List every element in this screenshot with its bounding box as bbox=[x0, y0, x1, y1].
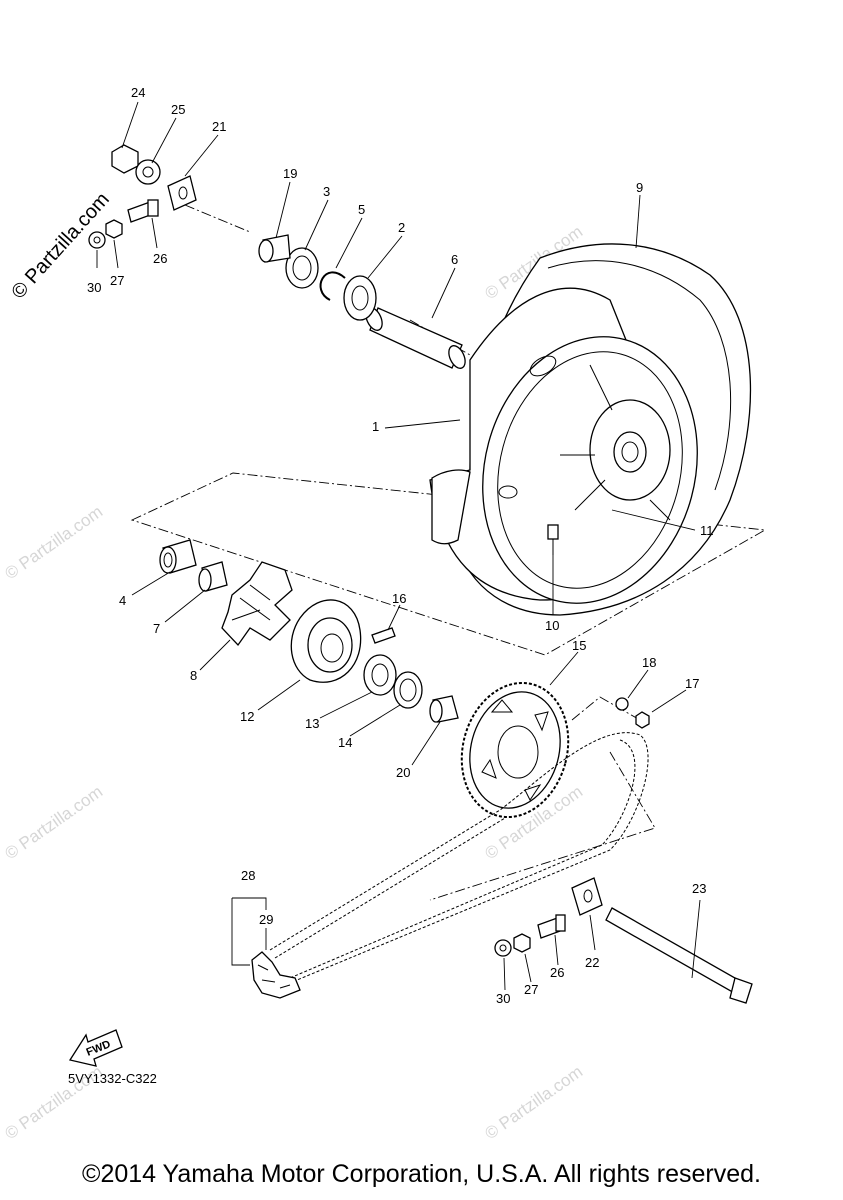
forward-arrow-icon: FWD bbox=[68, 1029, 123, 1067]
callout-29: 29 bbox=[259, 912, 273, 927]
callout-numbers: 24 25 21 30 27 26 19 3 5 2 6 9 1 11 10 4… bbox=[87, 85, 714, 1006]
chain-puller-right bbox=[494, 877, 603, 957]
callout-15: 15 bbox=[572, 638, 586, 653]
bearing bbox=[363, 654, 397, 696]
callout-22: 22 bbox=[585, 955, 599, 970]
callout-28: 28 bbox=[241, 868, 255, 883]
rear-sprocket bbox=[460, 681, 570, 819]
collar bbox=[198, 561, 228, 592]
callout-19: 19 bbox=[283, 166, 297, 181]
bearing bbox=[343, 275, 377, 321]
callout-27: 27 bbox=[524, 982, 538, 997]
clutch-hub bbox=[290, 599, 362, 683]
copyright-notice: ©2014 Yamaha Motor Corporation, U.S.A. A… bbox=[82, 1160, 761, 1188]
needle-bearing bbox=[159, 539, 197, 574]
sprocket-assembly-frame bbox=[429, 696, 656, 901]
callout-21: 21 bbox=[212, 119, 226, 134]
callout-30: 30 bbox=[496, 991, 510, 1006]
watermark: © Partzilla.com bbox=[1, 502, 106, 583]
callout-26: 26 bbox=[153, 251, 167, 266]
callout-17: 17 bbox=[685, 676, 699, 691]
callout-7: 7 bbox=[153, 621, 160, 636]
callout-18: 18 bbox=[642, 655, 656, 670]
hub-damper bbox=[221, 561, 293, 647]
diagram-code: 5VY1332-C322 bbox=[68, 1071, 157, 1086]
callout-1: 1 bbox=[372, 419, 379, 434]
callout-10: 10 bbox=[545, 618, 559, 633]
wheel-rim bbox=[429, 287, 698, 604]
stud-bolt bbox=[371, 627, 396, 644]
callout-27: 27 bbox=[110, 273, 124, 288]
wheel-axle bbox=[605, 907, 753, 1004]
oil-seal bbox=[393, 671, 423, 709]
callout-4: 4 bbox=[119, 593, 126, 608]
leader-lines bbox=[96, 101, 701, 991]
callout-12: 12 bbox=[240, 709, 254, 724]
callout-5: 5 bbox=[358, 202, 365, 217]
callout-24: 24 bbox=[131, 85, 145, 100]
callout-3: 3 bbox=[323, 184, 330, 199]
watermark: © Partzilla.com bbox=[481, 1062, 586, 1143]
callout-26: 26 bbox=[550, 965, 564, 980]
callout-30: 30 bbox=[87, 280, 101, 295]
callout-9: 9 bbox=[636, 180, 643, 195]
callout-13: 13 bbox=[305, 716, 319, 731]
collar bbox=[429, 695, 459, 723]
callout-25: 25 bbox=[171, 102, 185, 117]
collar bbox=[258, 234, 291, 263]
callout-20: 20 bbox=[396, 765, 410, 780]
callout-16: 16 bbox=[392, 591, 406, 606]
oil-seal bbox=[285, 247, 319, 289]
callout-11: 11 bbox=[700, 523, 714, 538]
callout-6: 6 bbox=[451, 252, 458, 267]
drive-chain bbox=[251, 732, 649, 999]
circlip bbox=[319, 271, 346, 301]
callout-8: 8 bbox=[190, 668, 197, 683]
callout-14: 14 bbox=[338, 735, 352, 750]
axle-collar bbox=[365, 307, 466, 369]
watermark: © Partzilla.com bbox=[1, 782, 106, 863]
chain-puller-left bbox=[88, 144, 197, 249]
sprocket-nut bbox=[615, 697, 650, 729]
callout-23: 23 bbox=[692, 881, 706, 896]
callout-2: 2 bbox=[398, 220, 405, 235]
hub-assembly-frame bbox=[130, 472, 767, 656]
